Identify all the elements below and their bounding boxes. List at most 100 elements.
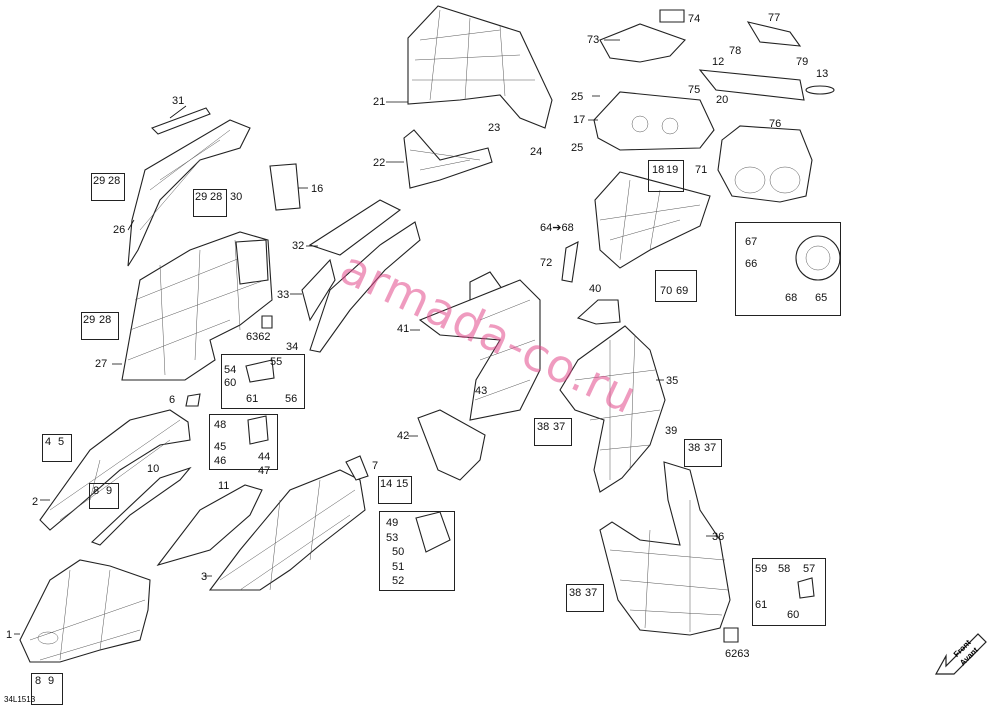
label-20: 20 [716, 94, 729, 106]
windshield-part [407, 5, 553, 129]
label-4: 4 [45, 436, 52, 448]
label-68: 68 [785, 292, 798, 304]
box-59-60 [752, 558, 826, 626]
box-14-15 [378, 476, 412, 504]
label-28b: 28 [210, 191, 223, 203]
switch-57-part [797, 577, 815, 599]
label-37c: 37 [585, 587, 598, 599]
label-9b: 9 [48, 675, 55, 687]
box-49-52 [379, 511, 455, 591]
label-47: 47 [258, 465, 271, 477]
label-25b: 25 [571, 142, 584, 154]
label-37b: 37 [704, 442, 717, 454]
label-38c: 38 [569, 587, 582, 599]
center-panel-part [418, 271, 541, 421]
label-65: 65 [815, 292, 828, 304]
lens-40-part [576, 299, 621, 325]
label-18: 18 [652, 164, 665, 176]
label-61a: 61 [246, 393, 259, 405]
label-22: 22 [373, 157, 386, 169]
label-14: 14 [380, 478, 393, 490]
panel-11-part [156, 484, 263, 566]
label-46: 46 [214, 455, 227, 467]
label-44: 44 [258, 451, 271, 463]
label-78: 78 [729, 45, 742, 57]
label-10: 10 [147, 463, 160, 475]
cover-73-part [599, 23, 686, 63]
front-arrow-icon [934, 633, 987, 675]
small-cover-part [269, 163, 301, 211]
leader-lines [14, 39, 718, 635]
label-29c: 29 [83, 314, 96, 326]
grommet-13-part [805, 85, 835, 95]
label-29b: 29 [195, 191, 208, 203]
box-29-28-c [81, 312, 119, 340]
label-26: 26 [113, 224, 126, 236]
box-4-5 [42, 434, 72, 462]
label-21: 21 [373, 96, 386, 108]
box-29-28-a [91, 173, 125, 201]
label-33: 33 [277, 289, 290, 301]
switch-48-part [247, 415, 269, 445]
label-37a: 37 [553, 421, 566, 433]
front-fairing-part [559, 325, 666, 493]
label-8b: 8 [35, 675, 42, 687]
lateral-trim-part [301, 199, 421, 353]
label-72: 72 [540, 257, 553, 269]
headlight-housing-part [717, 125, 813, 203]
label-58: 58 [778, 563, 791, 575]
label-66: 66 [745, 258, 758, 270]
label-31: 31 [172, 95, 185, 107]
box-73 [648, 160, 684, 192]
label-52: 52 [392, 575, 405, 587]
label-64-68: 64➔68 [540, 222, 574, 234]
label-16: 16 [311, 183, 324, 195]
label-41: 41 [397, 323, 410, 335]
box-38-37-a [534, 418, 572, 446]
label-6: 6 [169, 394, 176, 406]
label-45: 45 [214, 441, 227, 453]
box-29-28-b [193, 189, 227, 217]
label-6263: 6263 [725, 648, 750, 660]
label-51: 51 [392, 561, 405, 573]
label-67: 67 [745, 236, 758, 248]
label-28a: 28 [108, 175, 121, 187]
instrument-bracket-part [593, 91, 715, 151]
box-70-69 [655, 270, 697, 302]
bracket-77-part [746, 21, 802, 47]
label-25a: 25 [571, 91, 584, 103]
label-49: 49 [386, 517, 399, 529]
label-73: 73 [587, 34, 600, 46]
label-57: 57 [803, 563, 816, 575]
clip-74-part [659, 9, 685, 23]
box-8-9-b [31, 673, 63, 705]
label-53: 53 [386, 532, 399, 544]
visor-part [403, 129, 493, 189]
panel-42-part [417, 409, 486, 481]
label-34: 34 [286, 341, 299, 353]
label-40: 40 [589, 283, 602, 295]
box-8-9-a [89, 483, 119, 509]
label-8a: 8 [93, 485, 100, 497]
clip-6-part [185, 393, 201, 407]
label-9a: 9 [106, 485, 113, 497]
label-29a: 29 [93, 175, 106, 187]
label-3: 3 [201, 571, 208, 583]
label-38b: 38 [688, 442, 701, 454]
trim-10-part [90, 466, 192, 546]
clip-7-part [345, 455, 369, 481]
label-54: 54 [224, 364, 237, 376]
label-15: 15 [396, 478, 409, 490]
label-60a: 60 [224, 377, 237, 389]
label-13: 13 [816, 68, 829, 80]
label-19: 19 [666, 164, 679, 176]
label-70: 70 [660, 285, 673, 297]
label-59: 59 [755, 563, 768, 575]
label-61b: 61 [755, 599, 768, 611]
box-38-37-c [566, 584, 604, 612]
lower-fairing-part [599, 461, 731, 636]
label-7: 7 [372, 460, 379, 472]
label-69: 69 [676, 285, 689, 297]
label-11: 11 [218, 480, 230, 492]
label-30: 30 [230, 191, 243, 203]
